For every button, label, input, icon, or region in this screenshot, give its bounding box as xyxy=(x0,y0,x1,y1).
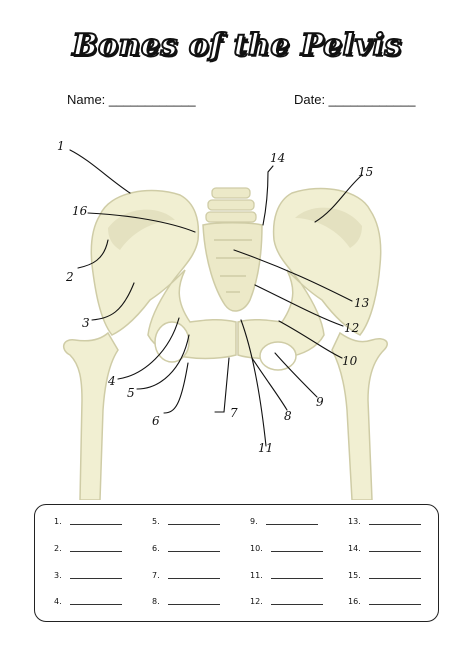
callout-labels: 1 2 3 4 5 6 7 8 9 10 11 12 13 14 15 16 xyxy=(57,139,373,455)
answer-field-6[interactable]: 6. xyxy=(152,544,220,553)
answer-field-3[interactable]: 3. xyxy=(54,571,122,580)
callout-10: 10 xyxy=(342,354,358,368)
answer-field-2[interactable]: 2. xyxy=(54,544,122,553)
callout-6: 6 xyxy=(152,414,160,428)
callout-3: 3 xyxy=(82,316,90,330)
answer-field-1[interactable]: 1. xyxy=(54,517,122,526)
callout-13: 13 xyxy=(354,296,370,310)
left-hip-bone xyxy=(90,189,237,363)
name-field[interactable]: Name: ____________ xyxy=(67,92,196,107)
callout-9: 9 xyxy=(316,395,324,409)
right-femur xyxy=(331,331,388,500)
callout-2: 2 xyxy=(65,270,74,284)
answer-field-8[interactable]: 8. xyxy=(152,597,220,606)
answer-box xyxy=(34,504,439,622)
pelvis-diagram: 1 2 3 4 5 6 7 8 9 10 11 12 13 14 15 16 xyxy=(57,139,388,500)
answer-field-15[interactable]: 15. xyxy=(348,571,421,580)
callout-15: 15 xyxy=(358,165,373,179)
callout-5: 5 xyxy=(127,386,135,400)
answer-field-11[interactable]: 11. xyxy=(250,571,323,580)
answer-field-12[interactable]: 12. xyxy=(250,597,323,606)
page-title: Bones of the Pelvis xyxy=(71,27,402,64)
callout-16: 16 xyxy=(72,204,88,218)
date-field[interactable]: Date: ____________ xyxy=(294,92,416,107)
answer-field-7[interactable]: 7. xyxy=(152,571,220,580)
lumbar-vertebrae xyxy=(205,187,257,223)
left-femur xyxy=(63,331,119,500)
leader-lines xyxy=(69,149,363,447)
callout-8: 8 xyxy=(284,409,292,423)
answer-field-5[interactable]: 5. xyxy=(152,517,220,526)
callout-14: 14 xyxy=(270,151,285,165)
callout-12: 12 xyxy=(344,321,359,335)
callout-1: 1 xyxy=(57,139,65,153)
answer-field-10[interactable]: 10. xyxy=(250,544,323,553)
callout-11: 11 xyxy=(258,441,273,455)
callout-7: 7 xyxy=(230,406,238,420)
callout-4: 4 xyxy=(107,374,116,388)
answer-field-16[interactable]: 16. xyxy=(348,597,421,606)
answer-field-9[interactable]: 9. xyxy=(250,517,318,526)
answer-field-13[interactable]: 13. xyxy=(348,517,421,526)
answer-field-14[interactable]: 14. xyxy=(348,544,421,553)
answer-field-4[interactable]: 4. xyxy=(54,597,122,606)
sacrum xyxy=(202,222,263,312)
